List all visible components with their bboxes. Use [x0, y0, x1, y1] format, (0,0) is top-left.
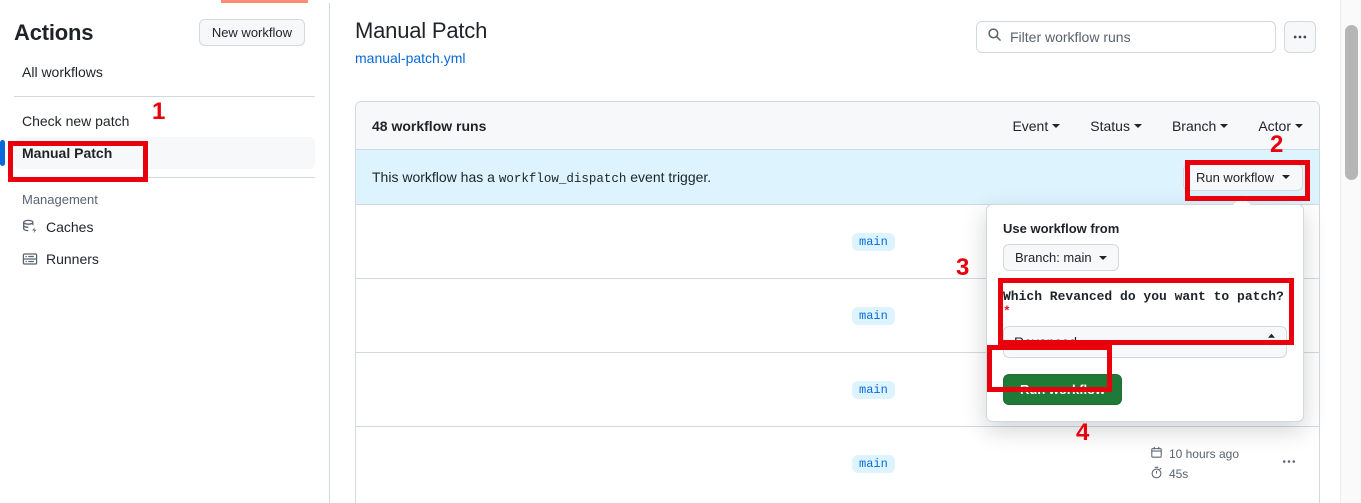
sidebar-item-label: Check new patch	[22, 113, 130, 129]
calendar-icon	[1150, 446, 1163, 462]
chevron-down-icon	[1282, 175, 1290, 179]
run-workflow-dropdown-button[interactable]: Run workflow	[1182, 163, 1303, 191]
dispatch-notice-text: This workflow has a workflow_dispatch ev…	[372, 169, 711, 186]
main-content: Manual Patch manual-patch.yml	[331, 3, 1340, 503]
filter-workflow-runs-box[interactable]	[976, 21, 1276, 53]
page-loading-track	[0, 0, 1340, 3]
branch-badge: main	[852, 306, 895, 325]
search-input[interactable]	[1010, 29, 1265, 45]
run-workflow-popover: Use workflow from Branch: main Which Rev…	[986, 204, 1304, 422]
chevron-down-icon	[1098, 255, 1107, 260]
runners-icon	[22, 251, 38, 267]
use-workflow-from-label: Use workflow from	[1003, 221, 1120, 236]
submit-run-workflow-button[interactable]: Run workflow	[1003, 374, 1123, 405]
branch-select-label: Branch: main	[1015, 250, 1092, 265]
filter-branch-label: Branch	[1171, 117, 1217, 134]
chevron-down-icon	[1133, 123, 1142, 128]
page-scrollbar-track[interactable]	[1340, 0, 1361, 503]
sidebar-item-caches[interactable]: Caches	[14, 211, 315, 243]
annotation-number-3: 3	[956, 254, 970, 281]
chevron-down-icon	[1295, 123, 1303, 128]
filter-event[interactable]: Event	[1012, 117, 1061, 134]
workflow-input-label-text: Which Revanced do you want to patch?	[1003, 289, 1284, 304]
runs-filter-group: Event Status Branch Actor	[1012, 118, 1303, 134]
header-kebab-button[interactable]	[1284, 21, 1316, 53]
sidebar-divider-2	[14, 177, 315, 178]
branch-badge: main	[852, 380, 895, 399]
search-icon	[987, 27, 1002, 47]
required-asterisk: *	[1003, 304, 1011, 319]
workflow-title-block: Manual Patch manual-patch.yml	[355, 17, 487, 66]
runs-panel-header: 48 workflow runs Event Status Branch	[356, 102, 1319, 150]
stopwatch-icon	[1150, 466, 1163, 482]
filter-status-label: Status	[1090, 117, 1130, 134]
sidebar-item-check-new-patch[interactable]: Check new patch	[14, 105, 315, 137]
row-kebab-menu[interactable]	[1281, 454, 1297, 475]
sidebar-divider-1	[14, 96, 315, 97]
chevron-down-icon	[1220, 123, 1229, 128]
branch-select-button[interactable]: Branch: main	[1003, 244, 1119, 271]
revanced-select[interactable]: Revanced	[1003, 326, 1287, 358]
page-loading-bar	[221, 0, 308, 3]
cache-icon	[22, 219, 38, 235]
header-actions	[976, 21, 1316, 53]
run-date: 10 hours ago	[1150, 446, 1239, 462]
run-workflow-button-label: Run workflow	[1195, 169, 1274, 185]
filter-branch[interactable]: Branch	[1171, 117, 1229, 134]
page-scrollbar-thumb[interactable]	[1345, 25, 1358, 180]
sidebar-management-list: Caches Runners	[0, 211, 329, 275]
runs-count: 48 workflow runs	[372, 117, 487, 134]
chevron-down-icon	[1052, 123, 1061, 128]
workflow-title: Manual Patch	[355, 18, 488, 43]
workflow-input-select-wrap: Revanced	[1003, 326, 1287, 358]
sidebar-item-runners[interactable]: Runners	[14, 243, 315, 275]
branch-badge: main	[852, 232, 895, 251]
page-title: Actions	[14, 19, 94, 45]
sidebar-management-heading: Management	[22, 192, 98, 207]
sidebar-item-label: All workflows	[22, 64, 103, 80]
workflow-header: Manual Patch manual-patch.yml	[331, 3, 1340, 66]
sidebar-item-all-workflows[interactable]: All workflows	[14, 56, 315, 88]
sidebar-item-manual-patch[interactable]: Manual Patch	[0, 137, 315, 169]
dispatch-event-name: workflow_dispatch	[498, 171, 627, 186]
annotation-number-1: 1	[152, 98, 166, 125]
run-date-label: 10 hours ago	[1168, 447, 1239, 461]
table-row[interactable]: main 10 hours ago	[356, 427, 1319, 501]
filter-actor[interactable]: Actor	[1258, 118, 1303, 134]
annotation-number-4: 4	[1076, 419, 1090, 446]
dispatch-suffix: event trigger.	[630, 168, 712, 185]
table-row[interactable]: main	[356, 205, 1319, 279]
run-duration: 45s	[1150, 466, 1239, 482]
run-meta: 10 hours ago 45s	[1150, 446, 1239, 482]
new-workflow-button[interactable]: New workflow	[198, 19, 305, 46]
filter-event-label: Event	[1012, 117, 1049, 134]
run-duration-label: 45s	[1168, 467, 1189, 481]
sidebar-workflow-list: All workflows	[0, 56, 329, 88]
workflow-file-link[interactable]: manual-patch.yml	[355, 49, 466, 66]
actions-sidebar: Actions New workflow All workflows Check…	[0, 3, 330, 503]
sidebar-item-label: Manual Patch	[22, 145, 113, 161]
filter-status[interactable]: Status	[1090, 118, 1142, 134]
sidebar-item-label: Runners	[46, 251, 99, 267]
filter-actor-label: Actor	[1258, 117, 1291, 134]
table-row[interactable]: main	[356, 279, 1319, 353]
annotation-number-2: 2	[1270, 131, 1284, 158]
dispatch-prefix: This workflow has a	[372, 168, 495, 185]
sidebar-item-label: Caches	[46, 219, 94, 235]
workflow-dispatch-notice: This workflow has a workflow_dispatch ev…	[356, 150, 1319, 205]
sidebar-header: Actions New workflow	[0, 3, 329, 56]
branch-badge: main	[852, 455, 895, 473]
workflow-input-label: Which Revanced do you want to patch? *	[1003, 289, 1287, 319]
popover-body: Use workflow from Branch: main Which Rev…	[987, 205, 1303, 421]
